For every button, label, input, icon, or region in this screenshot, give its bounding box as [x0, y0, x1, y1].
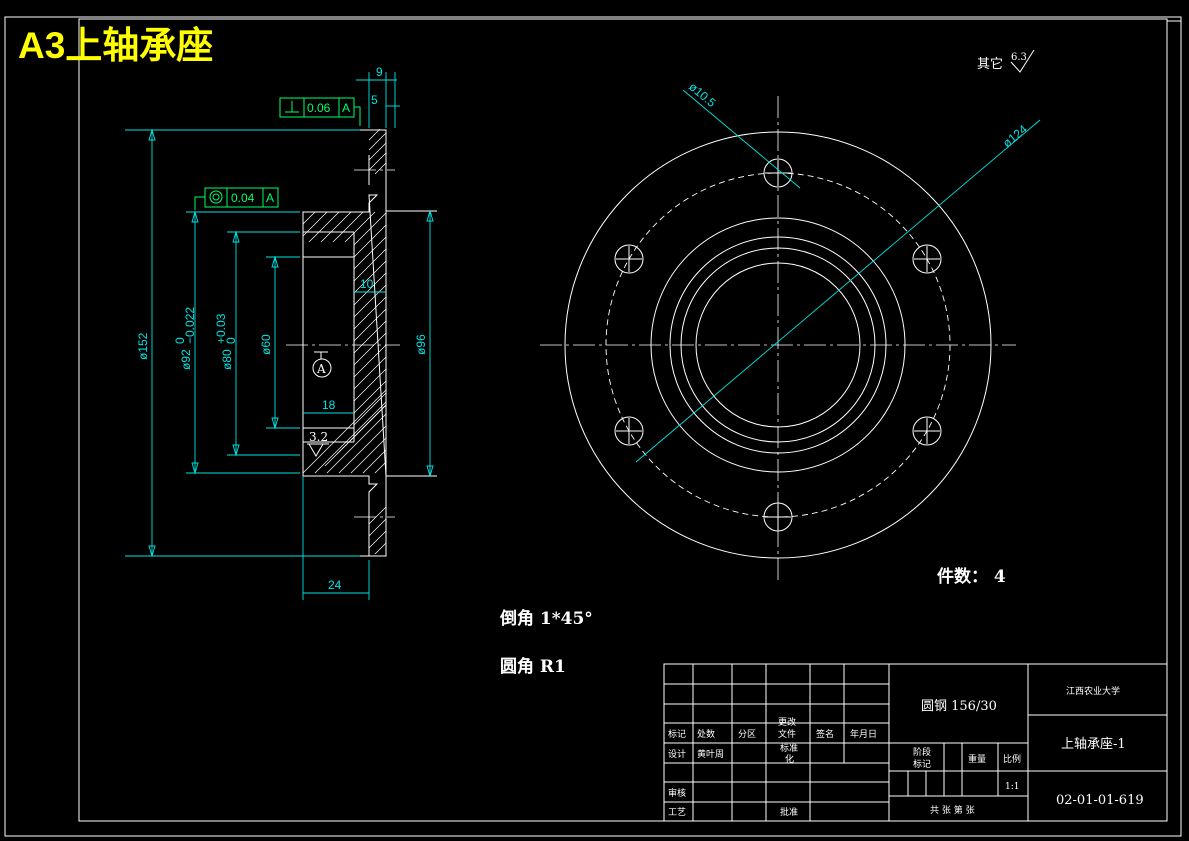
svg-text:比例: 比例 [1003, 753, 1021, 765]
sheet-title: A3上轴承座 [18, 25, 213, 66]
roughness-note-value: 6.3 [1011, 52, 1027, 63]
svg-text:阶段: 阶段 [913, 746, 931, 758]
svg-text:年月日: 年月日 [850, 728, 877, 740]
section-hatching [302, 128, 387, 555]
roughness-3-2: 3.2 [309, 430, 328, 444]
tb-part-name: 上轴承座-1 [1061, 737, 1126, 752]
dim-92: ø92 [179, 349, 193, 370]
front-view: ø10.5 ø124 [540, 80, 1041, 580]
svg-text:文件: 文件 [778, 728, 796, 740]
bolt-hole [763, 158, 793, 188]
roughness-3-2-symbol [307, 443, 329, 457]
dim-92-tol-upper: 0 [173, 337, 187, 344]
title-block: 圆钢 156/30 江西农业大学 上轴承座-1 02-01-01-619 1:1… [663, 663, 1168, 822]
concentricity-icon [209, 190, 223, 204]
dim-24: 24 [328, 578, 342, 592]
leader-d124 [635, 119, 1041, 463]
svg-text:重量: 重量 [968, 753, 986, 765]
dim-92-tol-lower: −0.022 [183, 307, 197, 344]
datum-symbol [314, 351, 328, 359]
dim-80: ø80 [220, 349, 234, 370]
perpendicular-icon [285, 101, 299, 113]
svg-text:分区: 分区 [738, 729, 756, 740]
dim-5: 5 [371, 93, 378, 107]
bolt-holes [614, 158, 942, 532]
tb-scale: 1:1 [1005, 782, 1019, 792]
dim-18: 18 [322, 398, 336, 412]
perpendicularity-value: 0.06 [307, 101, 331, 115]
svg-text:签名: 签名 [816, 728, 834, 740]
concentricity-frame: 0.04 A [194, 187, 279, 210]
bolt-hole [614, 416, 644, 446]
outer-border [4, 16, 1182, 837]
tb-school: 江西农业大学 [1066, 685, 1120, 697]
svg-text:标记: 标记 [668, 728, 686, 740]
dim-80-tol-lower: 0 [224, 337, 238, 344]
dim-124: ø124 [1000, 122, 1030, 151]
dim-96: ø96 [414, 334, 428, 355]
section-view: ø152 ø92 0 −0.022 ø80 +0.03 0 ø60 ø96 9 … [125, 65, 437, 600]
dim-9: 9 [376, 65, 383, 79]
face-lines [348, 129, 437, 557]
svg-text:共 张 第 张: 共 张 第 张 [930, 804, 975, 816]
svg-text:工艺: 工艺 [668, 807, 686, 818]
svg-text:化: 化 [785, 753, 794, 765]
datum-letter: A [316, 362, 326, 376]
svg-text:批准: 批准 [780, 806, 798, 818]
extension-lines [125, 72, 396, 600]
svg-text:审核: 审核 [668, 787, 686, 799]
tb-drawing-no: 02-01-01-619 [1056, 793, 1144, 808]
datum-circle [312, 358, 332, 378]
svg-text:黄叶周: 黄叶周 [697, 748, 724, 760]
quantity-note: 件数： 4 [937, 566, 1006, 587]
concentricity-datum: A [266, 191, 274, 205]
bolt-hole [912, 244, 942, 274]
svg-text:设计: 设计 [668, 748, 686, 760]
dim-60: ø60 [259, 334, 273, 355]
bore-outline [303, 231, 355, 443]
bolt-hole [614, 244, 644, 274]
dim-80-tol-upper: +0.03 [214, 313, 228, 344]
inner-border [78, 18, 1168, 822]
dim-10-5: ø10.5 [686, 80, 719, 111]
svg-text:更改: 更改 [778, 716, 796, 728]
tb-material: 圆钢 156/30 [921, 699, 997, 714]
section-outline [302, 129, 387, 557]
dim-152: ø152 [136, 332, 150, 360]
perpendicularity-frame: 0.06 A [279, 97, 361, 126]
dim-10: 10 [360, 277, 374, 291]
roughness-note-label: 其它 [977, 56, 1003, 72]
bolt-hole [912, 416, 942, 446]
leader-d10-5 [682, 89, 801, 189]
svg-text:标记: 标记 [913, 758, 931, 770]
svg-text:处数: 处数 [697, 728, 715, 740]
perpendicularity-datum: A [342, 101, 350, 115]
fillet-note: 圆角 R1 [500, 656, 566, 677]
roughness-symbol [1010, 49, 1035, 73]
chamfer-note: 倒角 1*45° [499, 608, 593, 629]
concentricity-value: 0.04 [231, 191, 255, 205]
svg-text:标准: 标准 [780, 742, 798, 754]
